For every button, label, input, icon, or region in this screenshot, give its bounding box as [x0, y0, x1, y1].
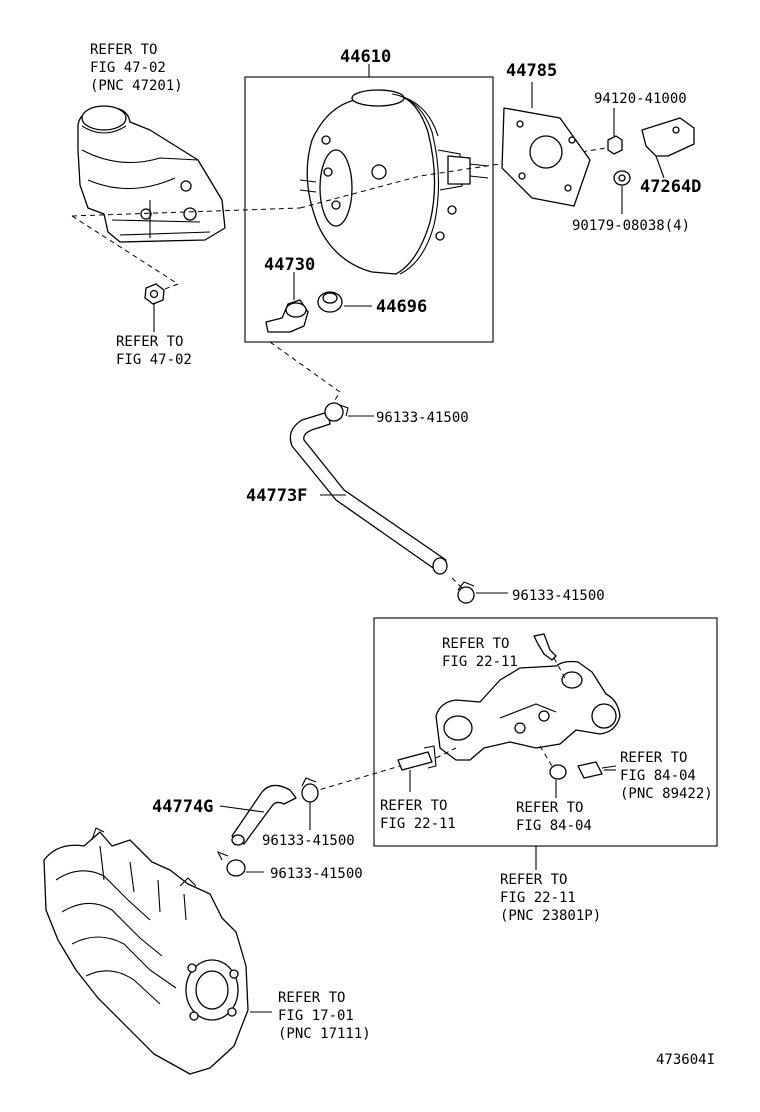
stud-bolt	[397, 745, 457, 771]
hose-clamp-4	[216, 850, 264, 877]
master-cylinder	[77, 105, 226, 243]
ref-line-2: FIG 84-04	[516, 818, 592, 834]
stud-reference[interactable]: REFER TO FIG 22-11	[380, 798, 456, 832]
ref-line-1: REFER TO	[278, 990, 345, 1006]
flange-nut	[607, 108, 623, 155]
brake-booster	[299, 89, 489, 275]
union-stud	[533, 633, 567, 681]
vacuum-sensor-reference[interactable]: REFER TO FIG 84-04 (PNC 89422)	[620, 750, 713, 802]
ref-line-1: REFER TO	[90, 42, 157, 58]
check-valve	[265, 272, 309, 333]
hose-clamp-3	[301, 777, 319, 830]
part-number-96133-41500-a[interactable]: 96133-41500	[376, 410, 469, 426]
diagram-id: 473604I	[656, 1052, 715, 1068]
part-number-44785[interactable]: 44785	[506, 61, 557, 81]
part-number-96133-41500-c[interactable]: 96133-41500	[262, 833, 355, 849]
ref-line-1: REFER TO	[442, 636, 509, 652]
vacuum-hose-short	[231, 784, 297, 846]
ref-line-3: (PNC 89422)	[620, 786, 713, 802]
hose-dash-line	[269, 341, 341, 409]
ref-line-3: (PNC 23801P)	[500, 908, 601, 924]
gasket-reference[interactable]: REFER TO FIG 84-04	[516, 800, 592, 834]
water-outlet-box	[373, 617, 718, 847]
grommet	[317, 291, 372, 313]
gasket	[539, 745, 567, 798]
part-number-44696[interactable]: 44696	[376, 297, 427, 317]
vacuum-hose	[289, 411, 448, 575]
part-number-94120-41000[interactable]: 94120-41000	[594, 91, 687, 107]
intake-manifold-reference[interactable]: REFER TO FIG 17-01 (PNC 17111)	[278, 990, 371, 1042]
master-cylinder-reference[interactable]: REFER TO FIG 47-02 (PNC 47201)	[90, 42, 183, 94]
part-number-44773f[interactable]: 44773F	[246, 486, 307, 506]
part-number-44610[interactable]: 44610	[340, 47, 391, 67]
ref-line-2: FIG 22-11	[380, 816, 456, 832]
ref-line-3: (PNC 47201)	[90, 78, 183, 94]
part-number-96133-41500-b[interactable]: 96133-41500	[512, 588, 605, 604]
union-reference[interactable]: REFER TO FIG 22-11	[442, 636, 518, 670]
ref-line-2: FIG 22-11	[442, 654, 518, 670]
ref-line-2: FIG 84-04	[620, 768, 696, 784]
ref-line-2: FIG 17-01	[278, 1008, 354, 1024]
part-number-90179-08038[interactable]: 90179-08038(4)	[572, 218, 690, 234]
master-cylinder-dash-lines	[71, 207, 301, 291]
part-number-96133-41500-d[interactable]: 96133-41500	[270, 866, 363, 882]
part-number-44730[interactable]: 44730	[264, 255, 315, 275]
hose-clamp-2	[457, 581, 508, 604]
ref-line-3: (PNC 17111)	[278, 1026, 371, 1042]
ref-line-2: FIG 47-02	[116, 352, 192, 368]
washer	[613, 170, 631, 214]
hose-clamp-1	[324, 402, 374, 422]
ref-line-1: REFER TO	[620, 750, 687, 766]
ref-line-1: REFER TO	[500, 872, 567, 888]
water-outlet-reference[interactable]: REFER TO FIG 22-11 (PNC 23801P)	[500, 872, 601, 924]
part-number-47264d[interactable]: 47264D	[640, 177, 701, 197]
water-outlet-dash-line	[311, 765, 401, 793]
ref-line-2: FIG 22-11	[500, 890, 576, 906]
nut-reference[interactable]: REFER TO FIG 47-02	[116, 334, 192, 368]
intake-manifold	[43, 827, 249, 1075]
vacuum-sensor	[577, 761, 617, 779]
booster-plate	[501, 82, 591, 207]
ref-line-2: FIG 47-02	[90, 60, 166, 76]
ref-line-1: REFER TO	[116, 334, 183, 350]
bracket	[641, 117, 695, 179]
water-outlet	[435, 660, 621, 761]
part-number-44774g[interactable]: 44774G	[152, 797, 213, 817]
ref-line-1: REFER TO	[516, 800, 583, 816]
master-cylinder-nut	[144, 283, 165, 305]
ref-line-1: REFER TO	[380, 798, 447, 814]
